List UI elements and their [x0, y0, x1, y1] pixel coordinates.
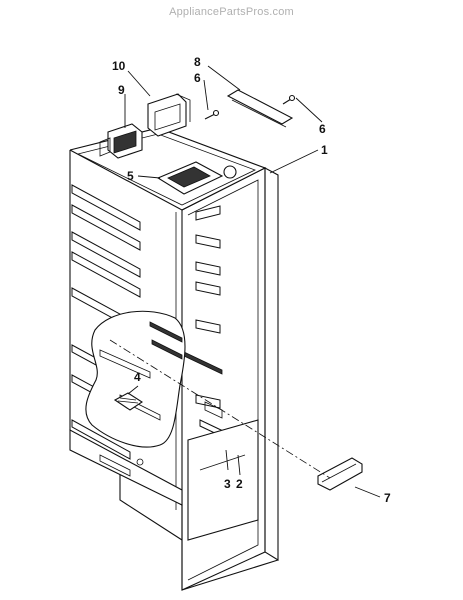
- callout-8: 8: [194, 55, 201, 69]
- callout-9: 9: [118, 83, 125, 97]
- callout-1: 1: [321, 143, 328, 157]
- part-4-vent: [113, 392, 144, 411]
- callout-6b: 6: [319, 122, 326, 136]
- part-9-housing: [99, 123, 143, 159]
- callout-4: 4: [134, 370, 141, 384]
- callout-3: 3: [224, 477, 231, 491]
- right-wall-rails: [183, 205, 243, 461]
- part-10-bracket: [147, 93, 191, 137]
- bottom-front-panel: [69, 419, 259, 541]
- leader-lines: [124, 65, 381, 498]
- callout-6a: 6: [194, 71, 201, 85]
- part-6-screws: [204, 94, 296, 120]
- callout-10: 10: [112, 59, 126, 73]
- part-8-strip: [226, 89, 294, 128]
- callout-2: 2: [236, 477, 243, 491]
- part-5-control-housing: [156, 161, 237, 195]
- watermark-text: AppliancePartsPros.com: [169, 6, 294, 18]
- part-7-cover: [317, 457, 363, 491]
- callout-5: 5: [127, 169, 134, 183]
- callout-7: 7: [384, 491, 391, 505]
